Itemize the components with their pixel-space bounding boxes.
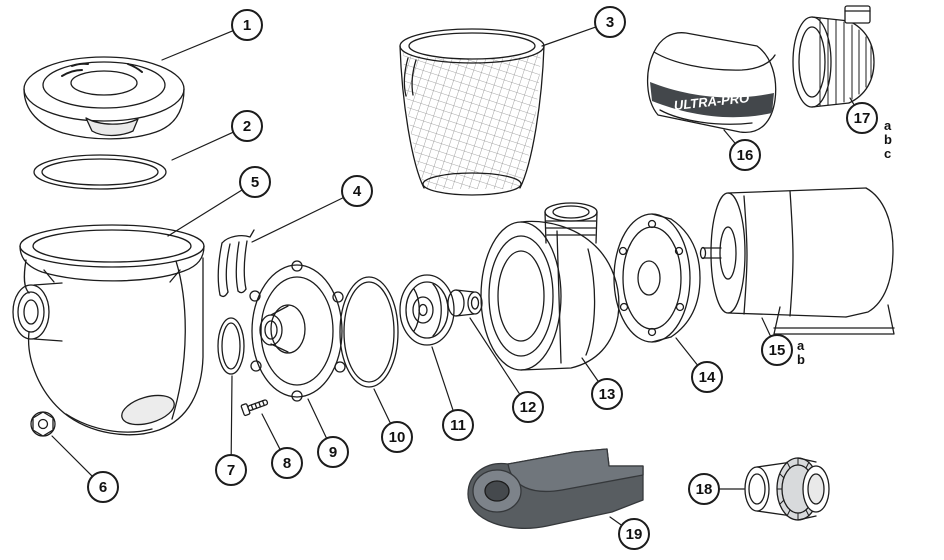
part-5-strainer-housing <box>12 224 205 436</box>
leader-line-5 <box>167 189 242 237</box>
part-11-impeller <box>399 274 455 346</box>
part-1-pump-lid <box>23 56 185 140</box>
part-16-motor-cover: ULTRA-PRO <box>646 32 777 133</box>
leader-line-16 <box>723 129 736 144</box>
part-7-small-o-ring <box>217 317 245 375</box>
leader-line-2 <box>171 132 233 161</box>
leader-line-13 <box>581 357 599 382</box>
leader-line-12 <box>469 317 520 395</box>
part-14-motor-mount-plate <box>613 213 701 343</box>
part-17-motor-end-cap <box>792 5 875 108</box>
part-2-lid-o-ring <box>33 154 167 190</box>
leader-line-6 <box>51 435 93 477</box>
part-15-motor <box>699 187 895 335</box>
part-10-housing-o-ring <box>339 276 399 388</box>
part-3-strainer-basket <box>399 28 545 196</box>
part-8-screw <box>240 399 269 417</box>
part-9-seal-plate <box>249 260 346 402</box>
leader-line-3 <box>541 26 596 47</box>
part-12-shaft-seal <box>447 289 483 317</box>
leader-line-4 <box>251 197 344 243</box>
leader-line-15 <box>761 317 771 337</box>
part-13-volute <box>480 202 620 371</box>
leader-line-7 <box>230 375 233 455</box>
leader-line-11 <box>431 346 454 411</box>
part-6-drain-plug <box>30 411 56 437</box>
leader-line-19 <box>609 516 622 526</box>
leader-line-1 <box>161 30 233 61</box>
leader-line-8 <box>261 413 281 450</box>
leader-line-14 <box>675 337 698 366</box>
leader-line-10 <box>373 388 391 424</box>
leader-line-9 <box>307 398 327 439</box>
leader-lines <box>51 26 855 526</box>
part-18-union-fitting <box>744 457 830 521</box>
part-4-gland-fork <box>217 229 255 298</box>
part-19-pump-base <box>467 448 644 529</box>
